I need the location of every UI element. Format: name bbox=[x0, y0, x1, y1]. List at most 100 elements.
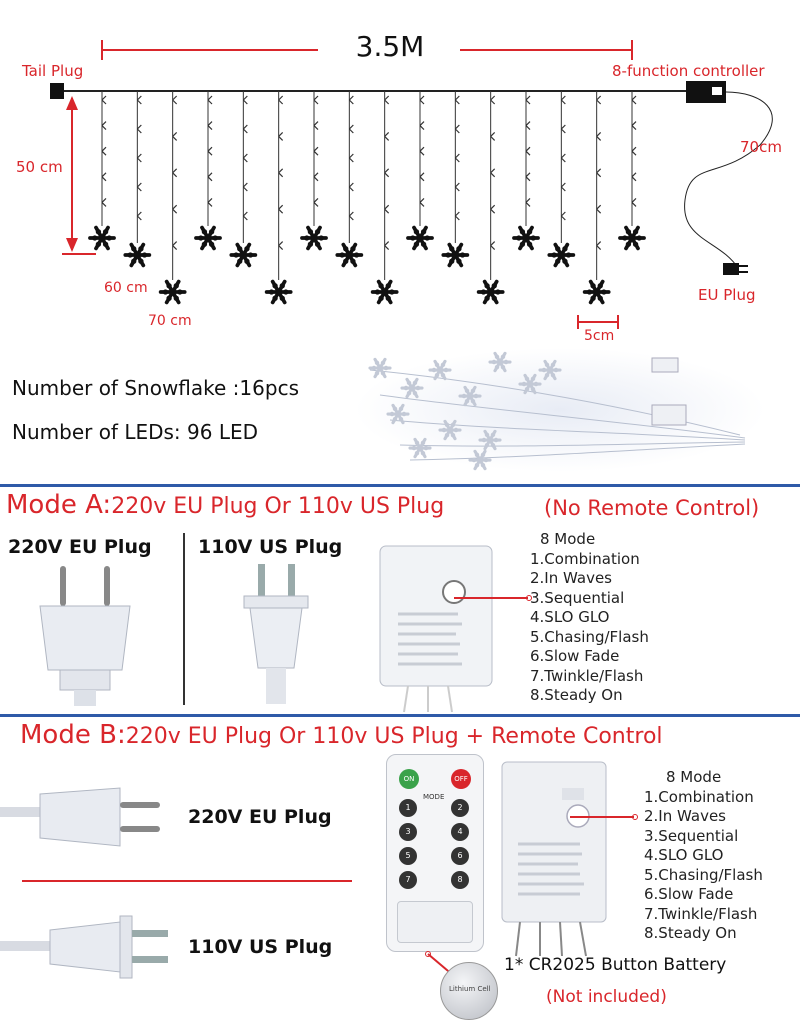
led-mark bbox=[454, 211, 460, 221]
mode-a-item: 2.In Waves bbox=[530, 569, 612, 587]
battery-icon: Lithium Cell bbox=[440, 962, 498, 1020]
led-mark bbox=[207, 146, 213, 156]
led-mark bbox=[560, 211, 566, 221]
long-drop-label: 70 cm bbox=[148, 313, 192, 329]
led-mark bbox=[313, 121, 319, 131]
led-mark bbox=[454, 153, 460, 163]
led-mark bbox=[525, 146, 531, 156]
snowflake-icon bbox=[478, 429, 502, 451]
mode-b-us-label: 110V US Plug bbox=[188, 936, 333, 958]
snowflake-icon bbox=[370, 279, 399, 305]
remote-button-2[interactable]: 2 bbox=[451, 799, 469, 817]
mode-b-separator bbox=[22, 880, 352, 882]
mode-b-pointer bbox=[570, 814, 638, 820]
led-mark bbox=[278, 204, 284, 214]
snowflake-icon bbox=[538, 359, 562, 381]
mode-a-item: 3.Sequential bbox=[530, 588, 625, 607]
led-mark bbox=[101, 146, 107, 156]
led-mark bbox=[525, 95, 531, 105]
led-mark bbox=[136, 95, 142, 105]
led-mark bbox=[136, 124, 142, 134]
led-mark bbox=[172, 131, 178, 141]
mode-b-item: 6.Slow Fade bbox=[644, 885, 734, 903]
mode-a-item: 6.Slow Fade bbox=[530, 647, 620, 665]
snowflake-icon bbox=[512, 225, 540, 251]
remote-button-7[interactable]: 7 bbox=[399, 871, 417, 889]
remote-off-button[interactable]: OFF bbox=[451, 769, 471, 789]
led-mark bbox=[560, 95, 566, 105]
mode-a-controller-icon bbox=[379, 545, 493, 713]
snowflake-icon bbox=[335, 242, 364, 268]
mode-a-item: 5.Chasing/Flash bbox=[530, 627, 649, 646]
snowflake-icon bbox=[194, 225, 222, 251]
led-mark bbox=[525, 197, 531, 207]
led-mark bbox=[136, 182, 142, 192]
mode-a-subtitle: 220v EU Plug Or 110v US Plug bbox=[111, 494, 445, 519]
divider-a bbox=[0, 484, 800, 487]
snowflake-icon bbox=[618, 225, 646, 251]
mode-a-item: 8.Steady On bbox=[530, 686, 623, 704]
remote-button-6[interactable]: 6 bbox=[451, 847, 469, 865]
led-mark bbox=[384, 168, 390, 178]
mode-a-item: 4.SLO GLO bbox=[530, 608, 610, 626]
led-mark bbox=[101, 95, 107, 105]
snowflake-icon bbox=[441, 242, 470, 268]
snowflake-icon bbox=[582, 279, 611, 305]
remote-button-3[interactable]: 3 bbox=[399, 823, 417, 841]
remote-button-8[interactable]: 8 bbox=[451, 871, 469, 889]
mode-b-us-plug-icon bbox=[0, 915, 168, 979]
led-mark bbox=[278, 241, 284, 251]
led-mark bbox=[419, 197, 425, 207]
remote-button-1[interactable]: 1 bbox=[399, 799, 417, 817]
led-mark bbox=[101, 172, 107, 182]
remote-on-button[interactable]: ON bbox=[399, 769, 419, 789]
snowflake-icon bbox=[547, 242, 576, 268]
mode-a-eu-label: 220V EU Plug bbox=[8, 536, 152, 558]
snowflake-icon bbox=[158, 279, 187, 305]
led-mark bbox=[348, 124, 354, 134]
mode-b-subtitle: 220v EU Plug Or 110v US Plug + Remote Co… bbox=[125, 724, 663, 749]
led-mark bbox=[172, 204, 178, 214]
mode-b-list: 8 Mode 1.Combination 2.In Waves 3.Sequen… bbox=[644, 768, 763, 944]
mode-b-title: Mode B: bbox=[20, 720, 126, 750]
snowflake-icon bbox=[264, 279, 293, 305]
remote-button-5[interactable]: 5 bbox=[399, 847, 417, 865]
led-count: Number of LEDs: 96 LED bbox=[12, 420, 259, 444]
led-mark bbox=[490, 131, 496, 141]
led-mark bbox=[525, 121, 531, 131]
led-mark bbox=[631, 197, 637, 207]
snowflake-icon bbox=[406, 225, 434, 251]
led-mark bbox=[278, 95, 284, 105]
snowflake-icon bbox=[488, 351, 512, 373]
led-mark bbox=[631, 95, 637, 105]
snowflake-icon bbox=[438, 419, 462, 441]
snowflake-icon bbox=[468, 449, 492, 471]
led-mark bbox=[242, 124, 248, 134]
led-mark bbox=[313, 172, 319, 182]
mode-b-eu-label: 220V EU Plug bbox=[188, 806, 332, 828]
battery-note: (Not included) bbox=[546, 987, 667, 1007]
snowflake-icon bbox=[458, 385, 482, 407]
snowflake-icon bbox=[476, 279, 505, 305]
led-mark bbox=[596, 95, 602, 105]
led-mark bbox=[631, 121, 637, 131]
mode-a-note: (No Remote Control) bbox=[544, 496, 760, 520]
mode-b-item: 3.Sequential bbox=[644, 826, 739, 845]
led-mark bbox=[313, 197, 319, 207]
led-mark bbox=[419, 146, 425, 156]
led-mark bbox=[242, 95, 248, 105]
remote-button-4[interactable]: 4 bbox=[451, 823, 469, 841]
battery-label: 1* CR2025 Button Battery bbox=[504, 955, 727, 975]
led-mark bbox=[454, 124, 460, 134]
led-mark bbox=[242, 211, 248, 221]
led-mark bbox=[490, 95, 496, 105]
led-mark bbox=[560, 182, 566, 192]
mode-b-item: 1.Combination bbox=[644, 787, 754, 806]
led-mark bbox=[419, 121, 425, 131]
led-mark bbox=[101, 197, 107, 207]
mode-a-list: 8 Mode 1.Combination 2.In Waves 3.Sequen… bbox=[530, 530, 649, 706]
led-mark bbox=[419, 172, 425, 182]
led-mark bbox=[384, 241, 390, 251]
remote-battery-compartment bbox=[397, 901, 473, 943]
led-mark bbox=[384, 95, 390, 105]
